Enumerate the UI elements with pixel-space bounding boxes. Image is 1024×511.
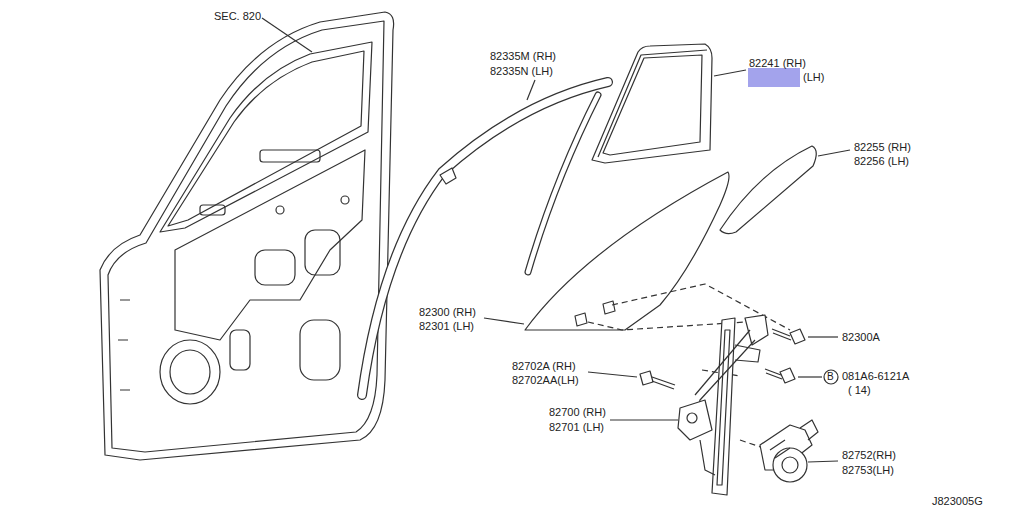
part-number: 82700 (RH) [549, 406, 606, 419]
part-number: 82752(RH) [842, 449, 896, 462]
leader-line [808, 336, 838, 337]
part-number: 82255 (RH) [854, 141, 911, 154]
part-number: (LH) [803, 71, 824, 84]
assembly-line [588, 284, 790, 452]
window-regulator [678, 315, 768, 495]
leader-line [588, 372, 637, 377]
part-number: 82256 (LH) [854, 155, 909, 168]
regulator-motor [760, 420, 818, 482]
part-number: 82702A (RH) [512, 360, 576, 373]
part-number: 82300A [842, 331, 880, 344]
circled-mark [824, 370, 838, 384]
leader-line [714, 70, 746, 76]
quarter-glass [720, 146, 816, 234]
diagram-code: J823005G [932, 495, 983, 508]
part-number: 82702AA(LH) [512, 374, 579, 387]
door-glass [525, 172, 729, 330]
part-number: 82335N (LH) [490, 65, 553, 78]
leader-line [262, 18, 312, 52]
leader-line [484, 318, 524, 324]
quarter-sash [592, 44, 712, 163]
part-number: 82300 (RH) [419, 306, 476, 319]
part-number: 82301 (LH) [419, 320, 474, 333]
door-panel [100, 12, 394, 460]
highlight-box [748, 68, 800, 87]
part-number: 82335M (RH) [490, 50, 556, 63]
part-number: 081A6-6121A [842, 370, 909, 383]
leader-line [808, 461, 838, 462]
section-ref: SEC. 820 [214, 10, 261, 23]
quantity-note: ( 14) [848, 384, 871, 397]
part-number: 82753(LH) [842, 464, 894, 477]
circled-letter: B [827, 371, 834, 383]
leader-line [818, 150, 850, 156]
leader-line [798, 376, 822, 377]
part-number: 82701 (LH) [549, 421, 604, 434]
bolt-symbol [640, 329, 805, 389]
leader-line [610, 419, 678, 420]
sash-channel [362, 82, 608, 395]
leader-line [527, 80, 535, 100]
part-number: 82241 (RH) [749, 57, 806, 70]
